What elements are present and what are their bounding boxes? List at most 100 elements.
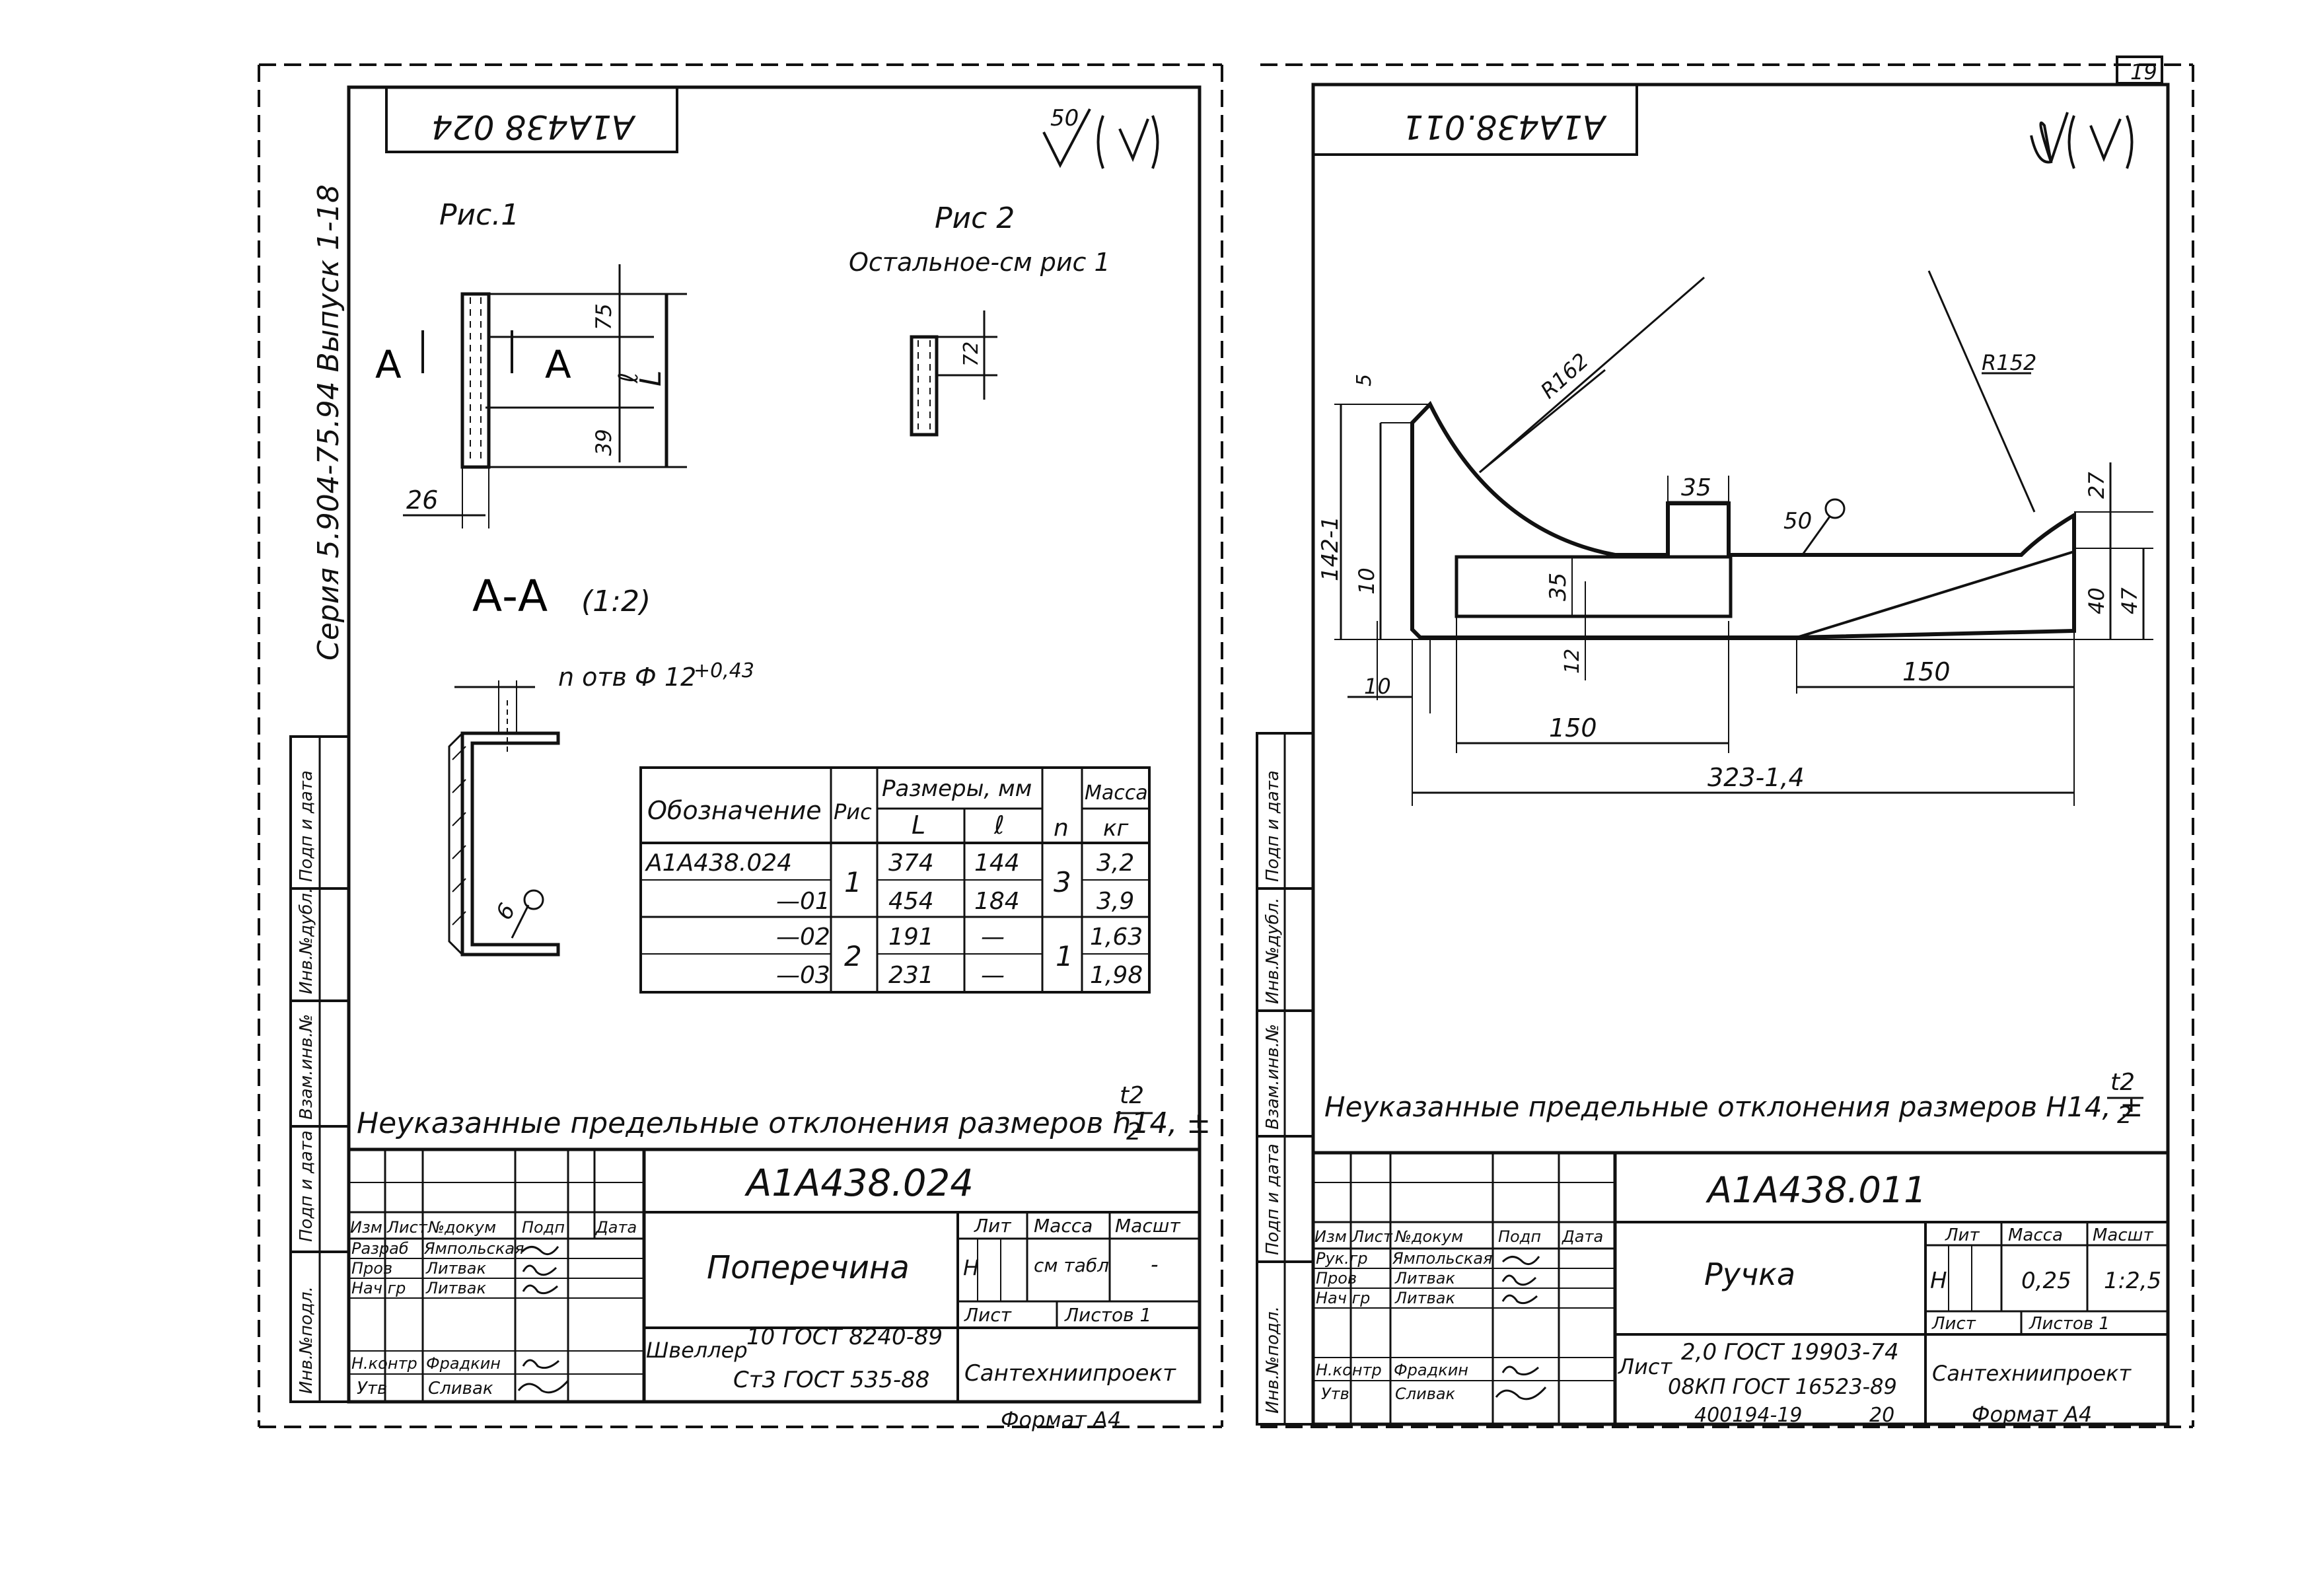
dim-35b: 35: [1545, 573, 1571, 601]
signature-1: [1501, 1256, 1540, 1266]
roughness-bracket-icon: [2067, 115, 2134, 169]
stamp-r2-role: Пров: [1316, 1269, 1357, 1288]
row1-L: 374: [888, 850, 934, 877]
signature-1: [521, 1246, 559, 1256]
left-roughness-value: 50: [1050, 105, 1079, 131]
stamp-r3-name: Литвак: [425, 1279, 486, 1297]
th-l: ℓ: [993, 811, 1005, 840]
section-title: А-А: [472, 571, 548, 622]
left-side-stamp: Инв.№подл. Подп и дата Взам.инв.№ Инв.№д…: [289, 735, 350, 1403]
side-col-4: Инв.№дубл.: [1263, 898, 1283, 1004]
signature-2: [522, 1264, 557, 1276]
stamp-sheet-h: Лист: [1931, 1314, 1976, 1334]
stamp-mass-v: см табл: [1034, 1254, 1109, 1276]
stamp-sheet-h: Лист: [964, 1304, 1012, 1326]
right-side-stamp: Инв.№подл. Подп и дата Взам.инв.№ Инв.№д…: [1256, 732, 1314, 1426]
stamp-r1-role: Разраб: [351, 1239, 409, 1258]
row2-l: 184: [974, 888, 1020, 915]
signature-4: [522, 1359, 559, 1369]
row4-l: —: [981, 962, 1005, 989]
row1-l: 144: [974, 850, 1020, 877]
right-format: Формат А4: [1972, 1402, 2092, 1427]
dim-47: 47: [2117, 587, 2142, 614]
stamp-r3-name: Литвак: [1394, 1289, 1455, 1307]
stamp-scale-h: Масшт: [2093, 1225, 2153, 1245]
footer-num: 400194-19: [1694, 1404, 1803, 1427]
side-col-5: Подп и дата: [297, 770, 316, 882]
th-L: L: [912, 811, 925, 840]
holes-note: n отв Ф 12: [558, 663, 696, 692]
stamp-r1-name: Ямпольская: [1392, 1249, 1492, 1268]
stamp-material-2: Ст3 ГОСТ 535-88: [733, 1367, 929, 1393]
row3-code: —02: [776, 924, 830, 951]
side-col-1: Инв.№подл.: [1263, 1306, 1283, 1414]
stamp-r3-role: Нач гр: [351, 1279, 406, 1297]
dim-27: 27: [2084, 472, 2109, 499]
signature-5: [1495, 1387, 1547, 1400]
th-fig: Рис: [834, 799, 872, 824]
stamp-mass-v: 0,25: [2021, 1268, 2071, 1294]
roughness-symbol-icon: [2030, 112, 2069, 164]
stamp-material-2: 08КП ГОСТ 16523-89: [1668, 1374, 1897, 1399]
fig2-label: Рис 2: [935, 201, 1015, 235]
tol-frac-num: t2: [2110, 1069, 2135, 1096]
stamp-r4-role: Н.контр: [351, 1354, 417, 1373]
stamp-h-podp: Подп: [522, 1218, 565, 1237]
side-col-1: Инв.№подл.: [297, 1286, 316, 1394]
right-code-box: [1312, 83, 1638, 156]
tolerance-note: Неуказанные предельные отклонения размер…: [357, 1106, 1211, 1140]
holes-tol: +0,43: [694, 659, 754, 682]
signature-4: [1501, 1365, 1539, 1376]
th-size: Размеры, мм: [882, 776, 1032, 802]
dim-39: 39: [591, 429, 616, 456]
dim-R152: R152: [1982, 350, 2036, 375]
stamp-sheets-h: Листов 1: [2029, 1314, 2110, 1334]
signature-3: [522, 1284, 558, 1295]
row2-L: 454: [888, 888, 934, 915]
stamp-h-list: Лист: [1351, 1227, 1393, 1246]
signature-2: [1501, 1274, 1537, 1286]
stamp-r1-role: Рук.гр: [1316, 1249, 1368, 1268]
dim-26: 26: [406, 486, 438, 515]
stamp-scale-h: Масшт: [1115, 1215, 1180, 1237]
left-code-box: [385, 86, 678, 153]
stamp-h-podp: Подп: [1498, 1227, 1541, 1246]
roughness-bracket-icon: [1096, 115, 1159, 169]
th-mass: Масса: [1085, 781, 1148, 805]
side-col-4: Инв.№дубл.: [297, 888, 316, 994]
row3-l: —: [981, 924, 1005, 951]
stamp-r5-name: Сливак: [1395, 1385, 1456, 1403]
row3-mass: 1,63: [1090, 924, 1143, 951]
left-sheet: А1А438 024 50 Серия 5.904-75.94 Выпуск 1…: [289, 85, 1211, 1432]
handle-part: [1334, 270, 2153, 806]
right-title-block: [1313, 1151, 2168, 1424]
stamp-r2-name: Литвак: [1394, 1269, 1455, 1288]
signature-3: [1501, 1294, 1538, 1305]
dim-5: 5: [1353, 374, 1376, 386]
th-designation: Обозначение: [647, 796, 822, 825]
left-title-block: [349, 1147, 1200, 1402]
stamp-org: Сантехниипроект: [1932, 1361, 2132, 1386]
side-col-2: Подп и дата: [297, 1130, 316, 1242]
dim-50: 50: [1783, 508, 1812, 534]
dim-150a: 150: [1902, 657, 1951, 686]
fig1-label: Рис.1: [439, 198, 519, 232]
n-merge-b: 1: [1056, 940, 1073, 972]
stamp-r4-name: Фрадкин: [1394, 1361, 1468, 1379]
stamp-h-izm: Изм: [350, 1218, 382, 1237]
stamp-sheets-h: Листов 1: [1064, 1304, 1151, 1326]
stamp-material-prefix: Лист: [1618, 1354, 1672, 1379]
stamp-r5-role: Утв: [1321, 1385, 1349, 1403]
channel-section: [448, 680, 560, 957]
right-sheet: А1А438.011 Инв.№подл. Подп и дата Взам.и…: [1256, 83, 2170, 1427]
stamp-name: Ручка: [1704, 1256, 1795, 1292]
stamp-name: Поперечина: [707, 1249, 910, 1286]
dim-10a: 10: [1354, 567, 1379, 595]
stamp-lit-h: Лит: [974, 1215, 1011, 1237]
right-code-rotated: А1А438.011: [1402, 108, 1607, 146]
row2-code: —01: [776, 888, 830, 915]
dim-142: 142-1: [1317, 516, 1344, 581]
tol-frac-num: t2: [1120, 1082, 1144, 1109]
stamp-h-ndok: №докум: [1394, 1227, 1463, 1246]
